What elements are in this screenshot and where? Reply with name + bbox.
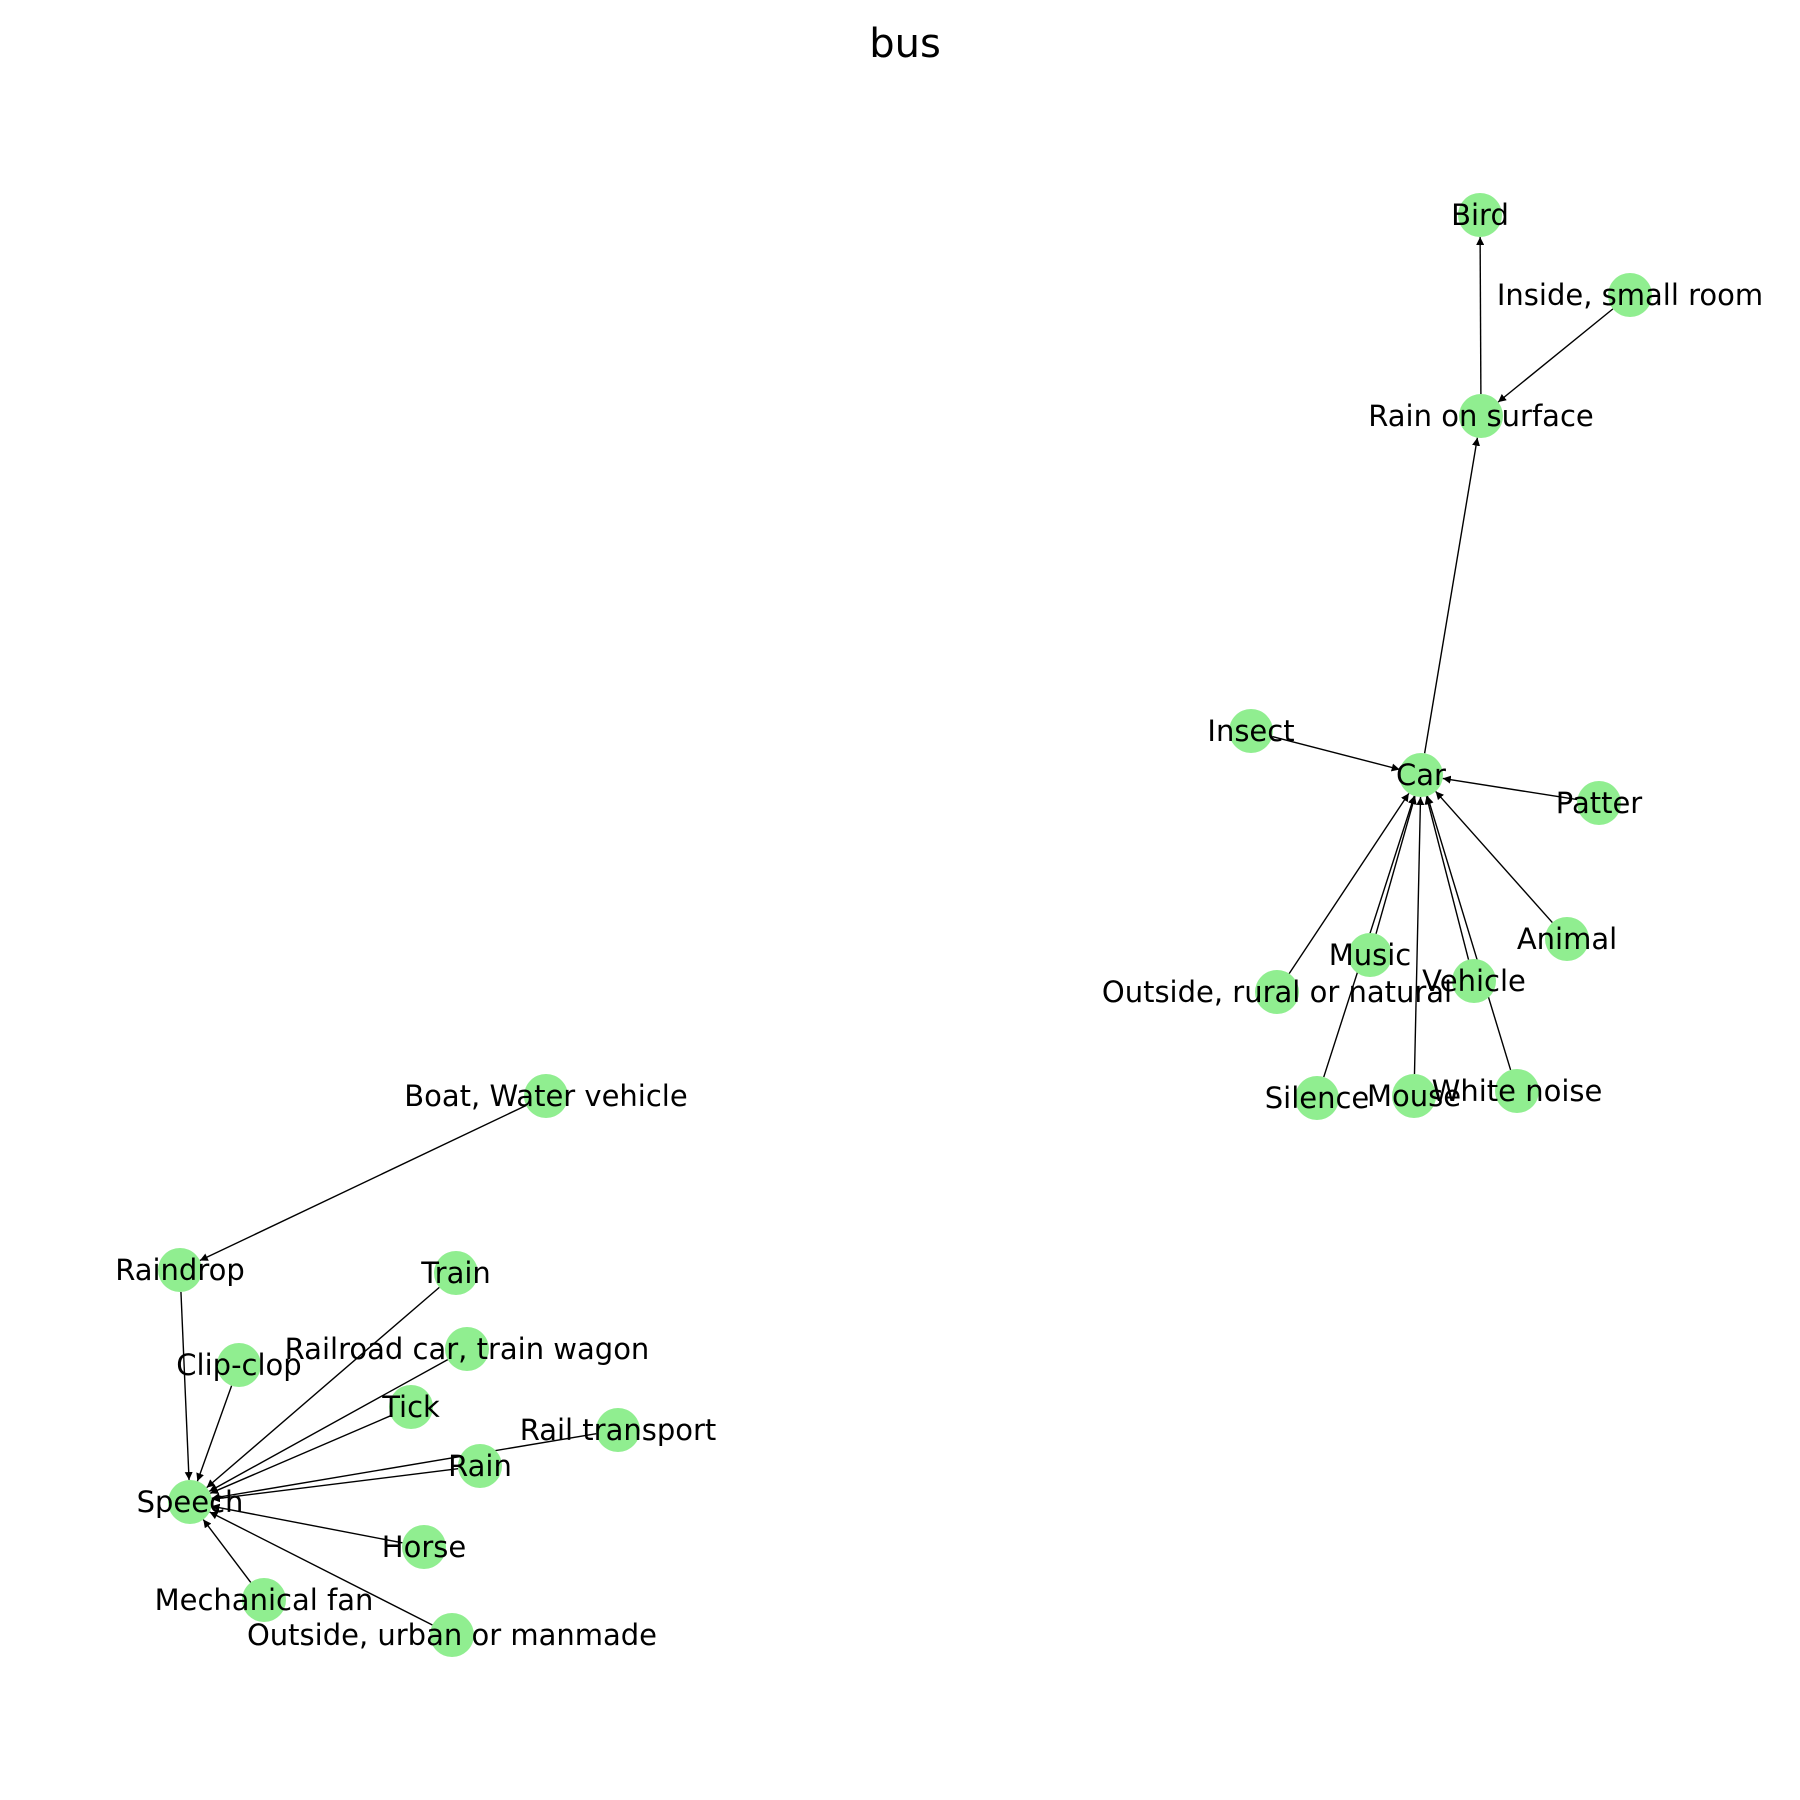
node-label-mouse: Mouse [1367,1079,1461,1113]
edge-horse-to-speech [211,1503,403,1544]
node-clip-clop [217,1343,261,1387]
edge-vehicle-to-car [1424,796,1470,960]
node-label-train: Train [420,1256,491,1290]
edge-insect-to-car [1272,735,1400,772]
node-rain-on-surface [1459,394,1503,438]
node-label-outside-urban: Outside, urban or manmade [247,1618,657,1652]
edge-mechanical_fan-to-speech [202,1519,252,1583]
node-animal [1545,917,1589,961]
node-label-rail-transport: Rail transport [520,1413,717,1447]
edge-inside_small_room-to-rain_on_surface [1497,308,1614,403]
edge-animal-to-car [1435,790,1553,924]
node-inside-small-room [1608,273,1652,317]
node-insect [1229,709,1273,753]
edge-rain_on_surface-to-bird [1476,236,1485,395]
edge-raindrop-to-speech [180,1291,193,1481]
node-boat [524,1074,568,1118]
node-label-bird: Bird [1451,198,1509,232]
node-vehicle [1452,959,1496,1003]
node-train [434,1251,478,1295]
node-rail-transport [596,1408,640,1452]
node-rain [458,1444,502,1488]
node-car [1399,753,1443,797]
node-label-animal: Animal [1517,922,1617,956]
node-label-rain-on-surface: Rain on surface [1368,399,1593,433]
nodes-layer [158,193,1652,1657]
node-label-tick: Tick [381,1390,440,1424]
node-speech [168,1480,212,1524]
node-outside-urban [430,1613,474,1657]
node-label-horse: Horse [382,1530,466,1564]
node-label-patter: Patter [1556,786,1643,820]
node-label-vehicle: Vehicle [1422,964,1526,998]
node-outside-rural [1255,970,1299,1014]
node-label-mechanical-fan: Mechanical fan [155,1583,374,1617]
edge-train-to-speech [206,1286,440,1489]
node-label-car: Car [1396,758,1446,792]
node-mouse [1392,1074,1436,1118]
node-tick [389,1385,433,1429]
node-label-insect: Insect [1207,714,1294,748]
node-bird [1458,193,1502,237]
edge-music-to-car [1375,795,1417,935]
node-mechanical-fan [242,1578,286,1622]
node-label-rain: Rain [448,1449,512,1483]
edge-clip_clop-to-speech [196,1385,233,1482]
node-label-music: Music [1329,938,1412,972]
node-raindrop [158,1248,202,1292]
node-label-speech: Speech [137,1485,244,1519]
node-label-raindrop: Raindrop [115,1253,245,1287]
node-music [1348,933,1392,977]
node-label-white-noise: White noise [1432,1074,1603,1108]
edge-mouse-to-car [1413,796,1425,1075]
node-horse [402,1525,446,1569]
node-label-silence: Silence [1265,1081,1370,1115]
edge-tick-to-speech [209,1415,392,1494]
node-label-outside-rural: Outside, rural or natural [1102,975,1452,1009]
node-label-clip-clop: Clip-clop [176,1348,301,1382]
node-label-inside-small-room: Inside, small room [1497,278,1763,312]
node-railroad-car [445,1327,489,1371]
edge-boat-to-raindrop [199,1104,527,1262]
node-silence [1295,1076,1339,1120]
edge-rail_transport-to-speech [211,1432,597,1501]
node-patter [1577,781,1621,825]
edge-rain-to-speech [211,1468,459,1503]
edge-car-to-rain_on_surface [1423,437,1480,754]
edge-white_noise-to-car [1425,795,1512,1071]
edge-outside_urban-to-speech [209,1511,433,1626]
node-label-railroad-car: Railroad car, train wagon [285,1332,650,1366]
edge-railroad_car-to-speech [208,1359,449,1492]
node-label-boat: Boat, Water vehicle [404,1079,687,1113]
graph-title: bus [869,21,941,67]
edges-layer [180,236,1614,1626]
node-white-noise [1495,1069,1539,1113]
edge-patter-to-car [1442,775,1578,801]
edge-outside_rural-to-car [1288,792,1410,975]
